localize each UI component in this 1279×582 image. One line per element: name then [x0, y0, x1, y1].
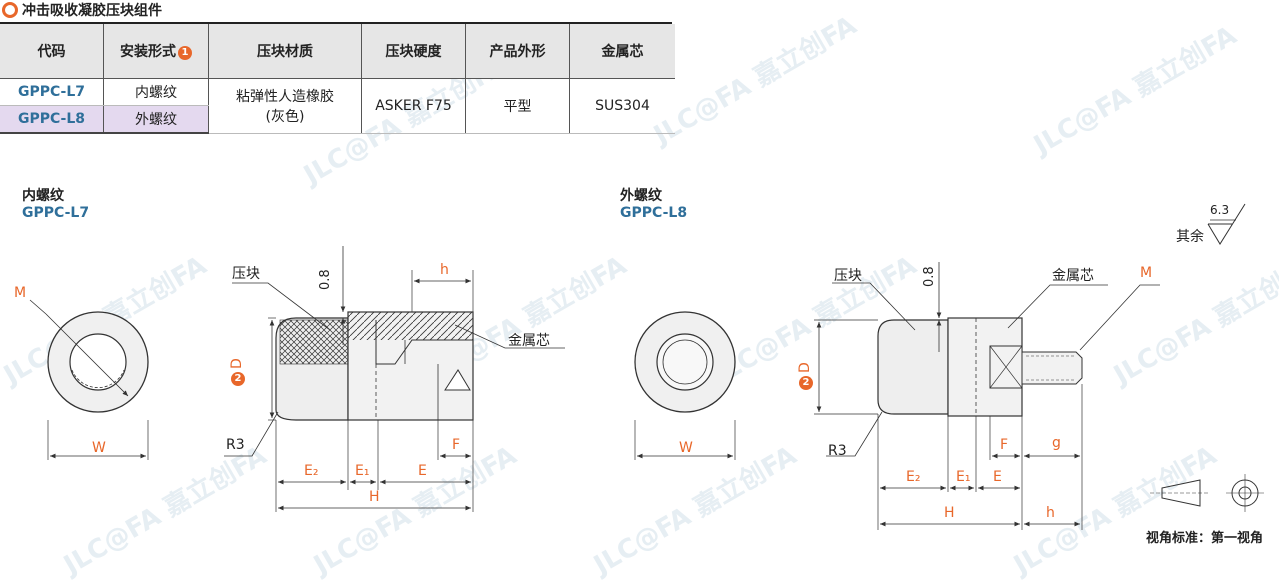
note-badge-icon: 1 — [178, 46, 192, 60]
dim-W-right: W — [679, 440, 693, 456]
dim-E1-left: E₁ — [355, 463, 370, 479]
table-row: GPPC-L7 内螺纹 粘弹性人造橡胶 (灰色) ASKER F75 平型 SUS… — [0, 78, 675, 134]
dim-clearance-left: 0.8 — [318, 269, 333, 290]
code-cell: GPPC-L8 — [0, 105, 104, 134]
pad-label-left: 压块 — [232, 266, 260, 282]
dim-M-right: M — [1140, 265, 1153, 281]
dim-W-left: W — [92, 440, 106, 456]
dim-H-left: H — [369, 489, 380, 505]
shape-cell: 平型 — [465, 78, 570, 134]
right-end-view — [634, 311, 736, 460]
core-label-right: 金属芯 — [1052, 268, 1094, 284]
right-side-view — [814, 262, 1160, 530]
header-cell: 金属芯 — [569, 24, 675, 79]
core-label-left: 金属芯 — [508, 333, 550, 349]
left-side-view — [224, 246, 565, 512]
dim-R3-left: R3 — [226, 437, 245, 453]
section-title-text: 冲击吸收凝胶压块组件 — [22, 3, 162, 19]
projection-label: 视角标准：第一视角 — [1146, 531, 1264, 546]
dim-D-text: D — [229, 358, 245, 369]
material-text: 粘弹性人造橡胶 — [236, 88, 334, 105]
left-view-type-label: 内螺纹 — [22, 188, 64, 204]
dim-M-left: M — [14, 285, 27, 301]
dim-D-text: D — [797, 362, 813, 373]
title-rule — [0, 22, 672, 24]
dim-g-right: g — [1052, 435, 1061, 451]
dim-E-right: E — [993, 469, 1002, 485]
surface-roughness-symbol — [1207, 203, 1246, 245]
dim-E1-right: E₁ — [956, 469, 971, 485]
first-angle-projection-icon — [1150, 474, 1264, 512]
header-cell: 压块硬度 — [361, 24, 466, 79]
header-cell: 代码 — [0, 24, 104, 79]
header-cell: 压块材质 — [208, 24, 362, 79]
dim-D-left: 2D — [229, 358, 245, 386]
right-view-code-label: GPPC-L8 — [620, 205, 688, 221]
core-cell: SUS304 — [569, 78, 675, 134]
mount-cell: 内螺纹 — [103, 78, 209, 106]
dim-H-right: H — [944, 505, 955, 521]
dim-F-right: F — [1000, 437, 1009, 453]
right-view-type-label: 外螺纹 — [620, 188, 662, 204]
table-row: GPPC-L8 外螺纹 — [0, 105, 675, 134]
dim-R3-right: R3 — [828, 443, 847, 459]
note-badge-icon: 2 — [799, 376, 813, 390]
technical-drawing — [29, 203, 1264, 530]
left-view-code-label: GPPC-L7 — [22, 205, 90, 221]
mount-cell: 外螺纹 — [103, 105, 209, 134]
dim-h-left: h — [440, 262, 449, 278]
circle-bullet-icon — [2, 2, 18, 18]
header-cell: 产品外形 — [465, 24, 570, 79]
code-cell: GPPC-L7 — [0, 78, 104, 106]
surface-label: 其余 — [1176, 229, 1204, 245]
surface-value: 6.3 — [1210, 203, 1230, 217]
dim-D-right: 2D — [797, 362, 813, 390]
material-color-text: (灰色) — [265, 108, 305, 125]
left-end-view — [29, 299, 149, 460]
header-cell-text: 安装形式 — [120, 44, 176, 60]
pad-label-right: 压块 — [834, 268, 862, 284]
dim-E2-left: E₂ — [304, 463, 319, 479]
dim-E2-right: E₂ — [906, 469, 921, 485]
hardness-cell: ASKER F75 — [361, 78, 466, 134]
dim-F-left: F — [452, 437, 461, 453]
dim-clearance-right: 0.8 — [922, 266, 937, 287]
section-title: 冲击吸收凝胶压块组件 — [2, 0, 162, 20]
note-badge-icon: 2 — [231, 372, 245, 386]
material-cell: 粘弹性人造橡胶 (灰色) — [208, 78, 362, 134]
dim-E-left: E — [418, 463, 427, 479]
dim-h-right: h — [1046, 505, 1055, 521]
